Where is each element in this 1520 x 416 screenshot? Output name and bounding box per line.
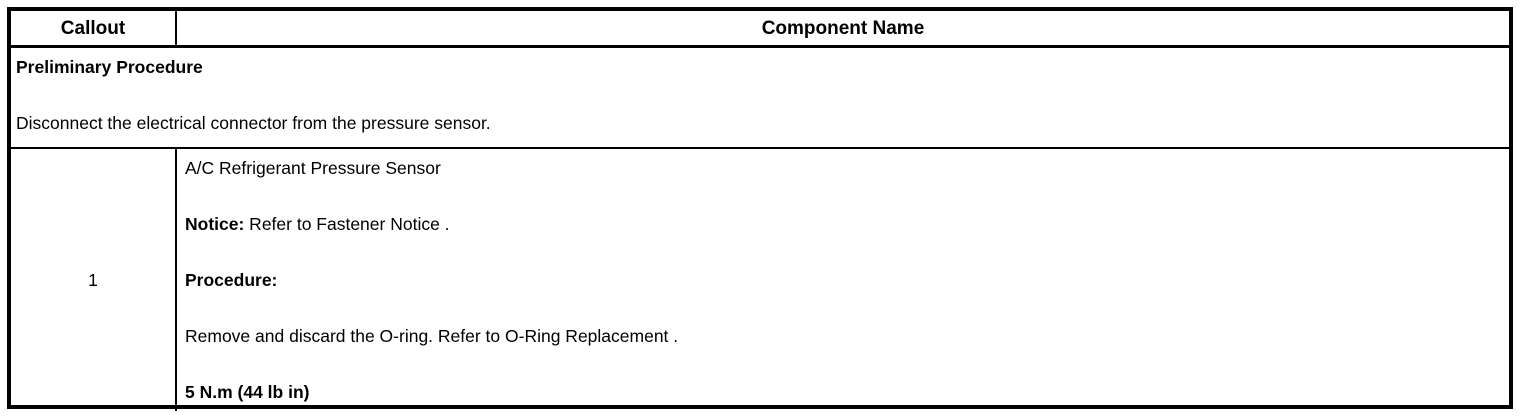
procedure-text: Remove and discard the O-ring. Refer to …: [185, 326, 679, 346]
procedure-label: Procedure:: [185, 270, 278, 290]
column-header-callout: Callout: [11, 11, 177, 45]
table-header-row: Callout Component Name: [11, 11, 1509, 48]
notice-label: Notice:: [185, 214, 245, 234]
table-row: 1 A/C Refrigerant Pressure Sensor Notice…: [11, 149, 1509, 411]
preliminary-procedure-title: Preliminary Procedure: [16, 57, 203, 77]
component-name-cell: A/C Refrigerant Pressure Sensor Notice: …: [177, 149, 1509, 411]
component-callout-table: Callout Component Name Preliminary Proce…: [7, 7, 1513, 411]
torque-spec: 5 N.m (44 lb in): [185, 382, 310, 402]
callout-number: 1: [88, 269, 98, 290]
component-name: A/C Refrigerant Pressure Sensor: [185, 158, 441, 178]
preliminary-procedure-row: Preliminary Procedure Disconnect the ele…: [11, 48, 1509, 149]
column-header-component-name: Component Name: [761, 18, 925, 39]
preliminary-procedure-instruction: Disconnect the electrical connector from…: [16, 113, 491, 133]
notice-text: Refer to Fastener Notice .: [244, 214, 450, 234]
callout-number-cell: 1: [11, 149, 177, 411]
notice-line: Notice: Refer to Fastener Notice .: [185, 215, 1501, 234]
